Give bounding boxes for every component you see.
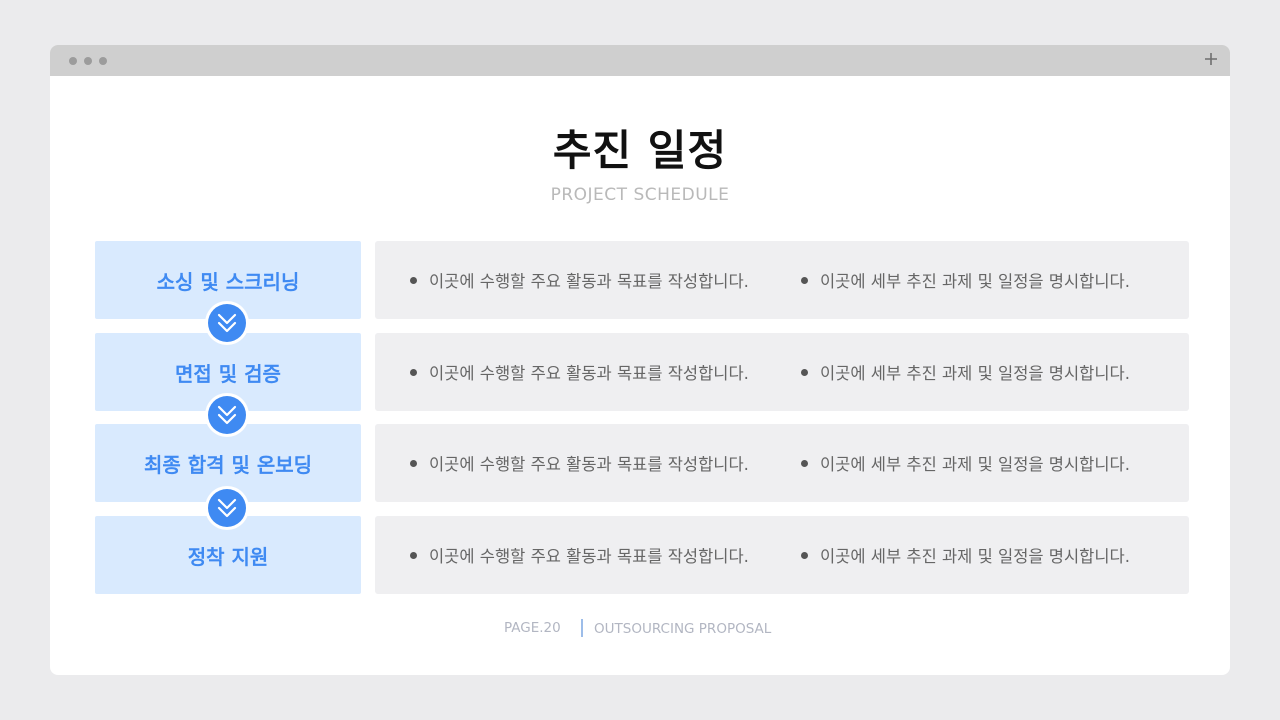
list-item: 이곳에 세부 추진 과제 및 일정을 명시합니다. xyxy=(801,241,1130,319)
page-number: PAGE.20 xyxy=(504,620,561,636)
bullet-dot-icon xyxy=(410,459,417,467)
step-box: 정착 지원 xyxy=(95,516,361,594)
list-item: 이곳에 세부 추진 과제 및 일정을 명시합니다. xyxy=(801,516,1130,594)
list-item: 이곳에 수행할 주요 활동과 목표를 작성합니다. xyxy=(410,241,749,319)
bullet-dot-icon xyxy=(801,459,808,467)
plus-icon[interactable] xyxy=(1204,52,1218,66)
list-item: 이곳에 세부 추진 과제 및 일정을 명시합니다. xyxy=(801,333,1130,411)
step-content-box: 이곳에 수행할 주요 활동과 목표를 작성합니다. 이곳에 세부 추진 과제 및… xyxy=(375,516,1189,594)
bullet-dot-icon xyxy=(801,551,808,559)
chevron-double-down-icon xyxy=(208,489,246,527)
step-content-box: 이곳에 수행할 주요 활동과 목표를 작성합니다. 이곳에 세부 추진 과제 및… xyxy=(375,424,1189,502)
step-label: 면접 및 검증 xyxy=(175,361,281,386)
browser-window: 추진 일정 PROJECT SCHEDULE 소싱 및 스크리닝 이곳에 수행할… xyxy=(50,45,1230,675)
page-footer: PAGE.20 OUTSOURCING PROPOSAL xyxy=(50,619,1230,639)
bullet-text: 이곳에 세부 추진 과제 및 일정을 명시합니다. xyxy=(820,455,1130,474)
bullet-text: 이곳에 수행할 주요 활동과 목표를 작성합니다. xyxy=(429,272,749,291)
bullet-dot-icon xyxy=(801,368,808,376)
window-dot-icon[interactable] xyxy=(99,57,107,65)
list-item: 이곳에 수행할 주요 활동과 목표를 작성합니다. xyxy=(410,516,749,594)
list-item: 이곳에 수행할 주요 활동과 목표를 작성합니다. xyxy=(410,333,749,411)
bullet-dot-icon xyxy=(410,368,417,376)
window-dot-icon[interactable] xyxy=(84,57,92,65)
list-item: 이곳에 세부 추진 과제 및 일정을 명시합니다. xyxy=(801,424,1130,502)
document-label: OUTSOURCING PROPOSAL xyxy=(594,621,772,637)
step-label: 소싱 및 스크리닝 xyxy=(156,269,300,294)
chevron-double-down-icon xyxy=(208,304,246,342)
bullet-text: 이곳에 세부 추진 과제 및 일정을 명시합니다. xyxy=(820,272,1130,291)
bullet-text: 이곳에 세부 추진 과제 및 일정을 명시합니다. xyxy=(820,364,1130,383)
bullet-text: 이곳에 수행할 주요 활동과 목표를 작성합니다. xyxy=(429,547,749,566)
step-content-box: 이곳에 수행할 주요 활동과 목표를 작성합니다. 이곳에 세부 추진 과제 및… xyxy=(375,333,1189,411)
window-dot-icon[interactable] xyxy=(69,57,77,65)
bullet-text: 이곳에 수행할 주요 활동과 목표를 작성합니다. xyxy=(429,455,749,474)
window-titlebar xyxy=(50,45,1230,76)
step-label: 최종 합격 및 온보딩 xyxy=(143,452,313,477)
chevron-double-down-icon xyxy=(208,396,246,434)
step-label: 정착 지원 xyxy=(187,544,269,569)
bullet-dot-icon xyxy=(410,551,417,559)
step-content-box: 이곳에 수행할 주요 활동과 목표를 작성합니다. 이곳에 세부 추진 과제 및… xyxy=(375,241,1189,319)
bullet-dot-icon xyxy=(410,276,417,284)
list-item: 이곳에 수행할 주요 활동과 목표를 작성합니다. xyxy=(410,424,749,502)
footer-divider xyxy=(581,619,583,637)
page-title: 추진 일정 xyxy=(552,126,728,175)
bullet-text: 이곳에 세부 추진 과제 및 일정을 명시합니다. xyxy=(820,547,1130,566)
page-subtitle: PROJECT SCHEDULE xyxy=(550,185,730,205)
bullet-dot-icon xyxy=(801,276,808,284)
bullet-text: 이곳에 수행할 주요 활동과 목표를 작성합니다. xyxy=(429,364,749,383)
